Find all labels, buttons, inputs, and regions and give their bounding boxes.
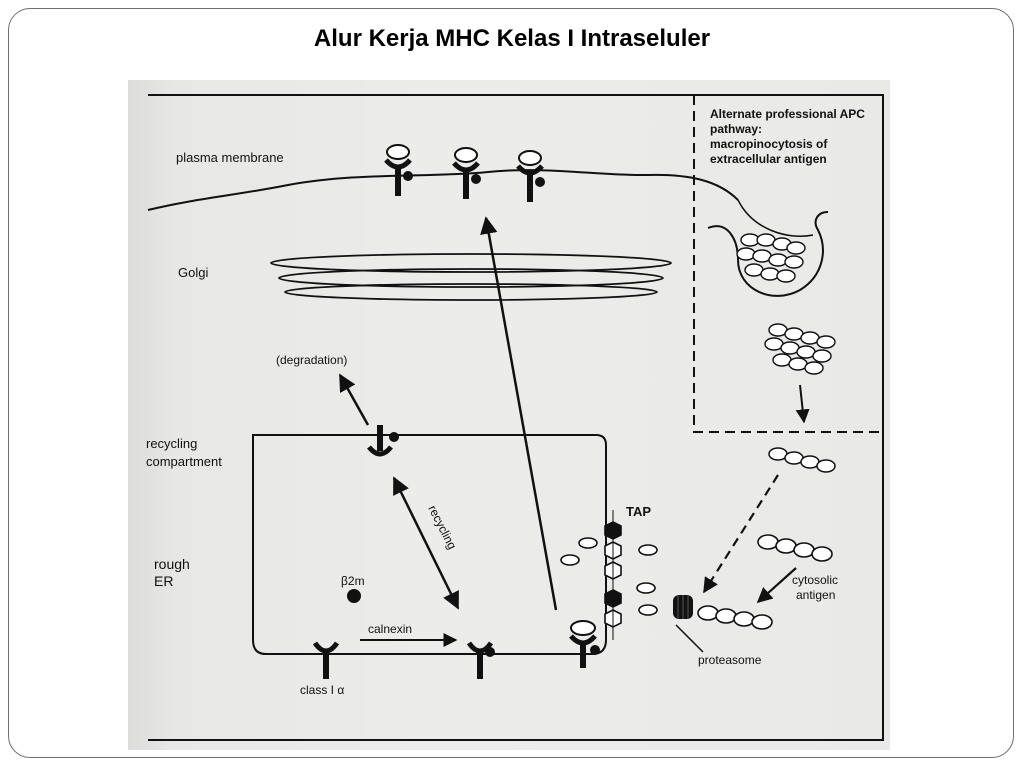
proteasome-label: proteasome	[698, 653, 762, 667]
cytosolic-antigen	[757, 534, 833, 562]
plasma-membrane	[147, 169, 739, 211]
golgi-label: Golgi	[178, 265, 208, 280]
mhc-pathway-diagram: plasma membrane Golgi (degradation) recy…	[146, 94, 884, 741]
apc-label-2: pathway:	[710, 122, 762, 136]
surface-mhc-1	[384, 144, 413, 196]
antigen-to-proteasome-arrow	[703, 474, 779, 594]
calnexin-label: calnexin	[368, 622, 412, 636]
proteasome	[673, 595, 693, 619]
rough-er-label-1: rough	[154, 556, 190, 572]
apc-label-4: extracellular antigen	[710, 152, 827, 166]
tap-label: TAP	[626, 504, 651, 519]
recycling-compartment-label-2: compartment	[146, 454, 222, 469]
surface-mhc-3	[516, 150, 545, 202]
proteasome-pointer	[675, 624, 704, 653]
degradation-label: (degradation)	[276, 353, 347, 367]
b2m-label: β2m	[341, 574, 365, 588]
extracellular-antigen-cluster	[736, 233, 806, 283]
b2m-subunit	[347, 589, 361, 603]
plasma-membrane-label: plasma membrane	[176, 150, 284, 165]
recycling-compartment-label-1: recycling	[146, 436, 197, 451]
degradation-arrow	[338, 373, 370, 426]
class-i-alpha-chain	[312, 641, 340, 679]
assembled-mhc	[466, 641, 495, 679]
apc-pathway-region	[693, 95, 883, 433]
cytosolic-antigen-arrow	[756, 567, 797, 604]
class-i-alpha-label: class I α	[300, 683, 344, 697]
surface-mhc-2	[452, 147, 481, 199]
macropinocytic-cup	[707, 211, 829, 297]
cytosolic-antigen-label-1: cytosolic	[792, 573, 838, 587]
internalization-arrow	[795, 384, 810, 424]
cytosolic-antigen-label-2: antigen	[796, 588, 835, 602]
apc-label-3: macropinocytosis of	[710, 137, 828, 151]
mhc-at-tap	[569, 620, 600, 668]
released-antigen	[768, 447, 836, 473]
recycling-mhc	[367, 425, 399, 457]
apc-label-1: Alternate professional APC	[710, 107, 865, 121]
recycling-arrow	[392, 476, 460, 610]
peptides	[560, 537, 658, 616]
slide-title: Alur Kerja MHC Kelas I Intraseluler	[313, 25, 711, 52]
export-arrow	[480, 216, 558, 611]
antigen-chain	[697, 605, 773, 630]
recycling-label: recycling	[425, 503, 459, 552]
internalized-antigen-cluster	[764, 323, 836, 375]
rough-er-outline	[252, 434, 607, 655]
golgi-apparatus	[270, 253, 672, 301]
rough-er-label-2: ER	[154, 573, 173, 589]
